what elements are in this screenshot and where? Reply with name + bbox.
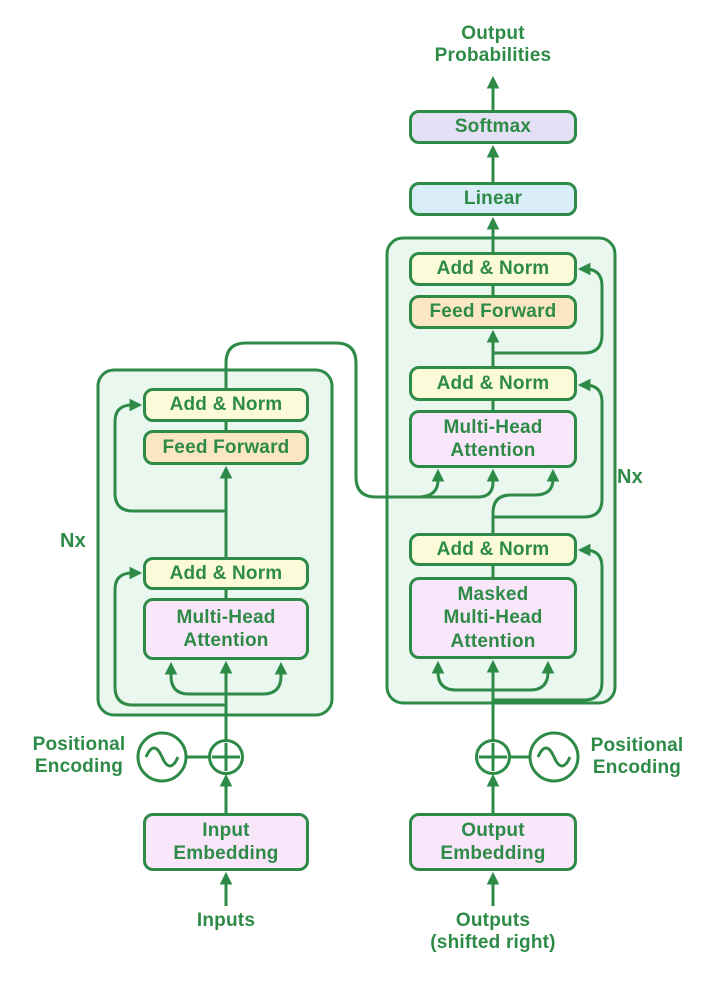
output-probabilities-label: Output Probabilities bbox=[434, 23, 552, 67]
encoder-mha-left-branch-arrow bbox=[164, 661, 226, 696]
encoder-add-norm-bottom-box: Add & Norm bbox=[143, 557, 309, 590]
masked-mha-right-branch-arrow bbox=[493, 660, 555, 692]
encoder-mha-right-branch-arrow bbox=[226, 661, 288, 696]
masked-multi-head-attention-box: Masked Multi-Head Attention bbox=[409, 577, 577, 659]
decoder-query-arrow bbox=[491, 468, 560, 533]
sine-wave-glyph-left bbox=[144, 746, 180, 768]
output-embedding-box: Output Embedding bbox=[409, 813, 577, 871]
encoder-residual-2-connector bbox=[113, 398, 226, 513]
positional-encoding-label-right: Positional Encoding bbox=[590, 735, 684, 779]
encoder-to-decoder-connector bbox=[224, 341, 500, 499]
masked-mha-left-branch-arrow bbox=[431, 660, 493, 692]
decoder-add-norm-bottom-box: Add & Norm bbox=[409, 533, 577, 566]
linear-box: Linear bbox=[409, 182, 577, 216]
decoder-residual-2-connector bbox=[493, 378, 604, 519]
encoder-multi-head-attention-box: Multi-Head Attention bbox=[143, 598, 309, 660]
decoder-add-norm-middle-box: Add & Norm bbox=[409, 366, 577, 401]
encoder-feed-forward-box: Feed Forward bbox=[143, 430, 309, 465]
decoder-residual-1-connector bbox=[493, 543, 604, 702]
positional-encoding-label-left: Positional Encoding bbox=[32, 734, 126, 778]
inputs-label: Inputs bbox=[196, 910, 256, 931]
outputs-label: Outputs (shifted right) bbox=[430, 910, 556, 954]
sine-wave-glyph-right bbox=[536, 746, 572, 768]
decoder-add-norm-top-box: Add & Norm bbox=[409, 252, 577, 286]
encoder-add-norm-top-box: Add & Norm bbox=[143, 388, 309, 422]
nx-label-encoder: Nx bbox=[60, 530, 86, 552]
softmax-box: Softmax bbox=[409, 110, 577, 144]
encoder-residual-1-connector bbox=[113, 566, 226, 707]
decoder-residual-3-connector bbox=[493, 262, 604, 355]
plus-glyph-left bbox=[212, 743, 240, 771]
encoder-to-decoder-branch-arrow bbox=[419, 468, 445, 499]
decoder-feed-forward-box: Feed Forward bbox=[409, 295, 577, 329]
input-embedding-box: Input Embedding bbox=[143, 813, 309, 871]
decoder-multi-head-attention-box: Multi-Head Attention bbox=[409, 410, 577, 468]
nx-label-decoder: Nx bbox=[617, 466, 643, 488]
plus-glyph-right bbox=[479, 743, 507, 771]
